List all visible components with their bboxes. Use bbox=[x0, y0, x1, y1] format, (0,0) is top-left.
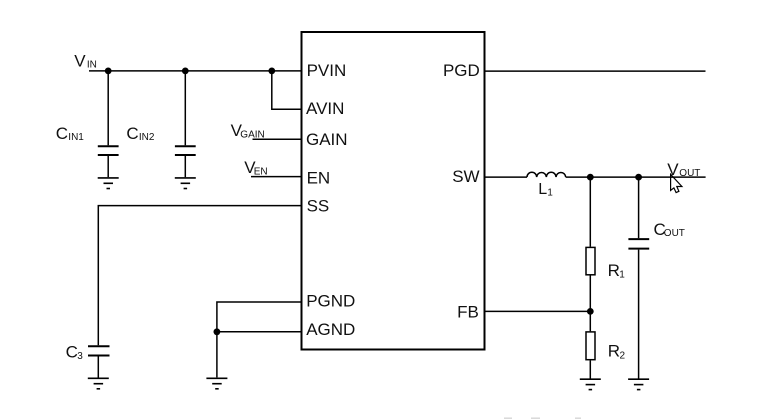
svg-text:PGND: PGND bbox=[306, 291, 355, 310]
svg-text:GAIN: GAIN bbox=[306, 130, 348, 149]
svg-text:V: V bbox=[74, 51, 86, 70]
svg-text:SS: SS bbox=[307, 197, 330, 216]
svg-text:3: 3 bbox=[77, 351, 83, 362]
svg-text:C: C bbox=[56, 124, 68, 143]
svg-text:C: C bbox=[66, 343, 78, 362]
svg-text:OUT: OUT bbox=[679, 168, 700, 179]
svg-text:AVIN: AVIN bbox=[306, 99, 344, 118]
svg-text:EN: EN bbox=[307, 168, 331, 187]
svg-text:V: V bbox=[667, 160, 679, 179]
svg-text:IN1: IN1 bbox=[68, 132, 84, 143]
svg-text:C: C bbox=[126, 124, 138, 143]
svg-text:1: 1 bbox=[619, 269, 625, 280]
svg-text:2: 2 bbox=[620, 350, 626, 361]
svg-text:1: 1 bbox=[547, 188, 552, 199]
svg-text:AGND: AGND bbox=[306, 320, 355, 339]
svg-text:C: C bbox=[654, 220, 666, 239]
svg-text:V: V bbox=[231, 121, 243, 140]
svg-text:IN: IN bbox=[87, 59, 97, 70]
svg-text:OUT: OUT bbox=[664, 228, 685, 239]
svg-text:SW: SW bbox=[452, 167, 479, 186]
svg-text:FB: FB bbox=[457, 302, 479, 321]
svg-text:V: V bbox=[244, 158, 256, 177]
svg-text:GAIN: GAIN bbox=[240, 129, 264, 140]
svg-text:R: R bbox=[608, 342, 620, 361]
svg-text:IN2: IN2 bbox=[139, 132, 155, 143]
svg-text:PGD: PGD bbox=[443, 61, 480, 80]
svg-text:EN: EN bbox=[254, 166, 268, 177]
svg-text:L: L bbox=[538, 181, 547, 198]
svg-text:PVIN: PVIN bbox=[307, 61, 347, 80]
svg-text:R: R bbox=[608, 261, 620, 280]
